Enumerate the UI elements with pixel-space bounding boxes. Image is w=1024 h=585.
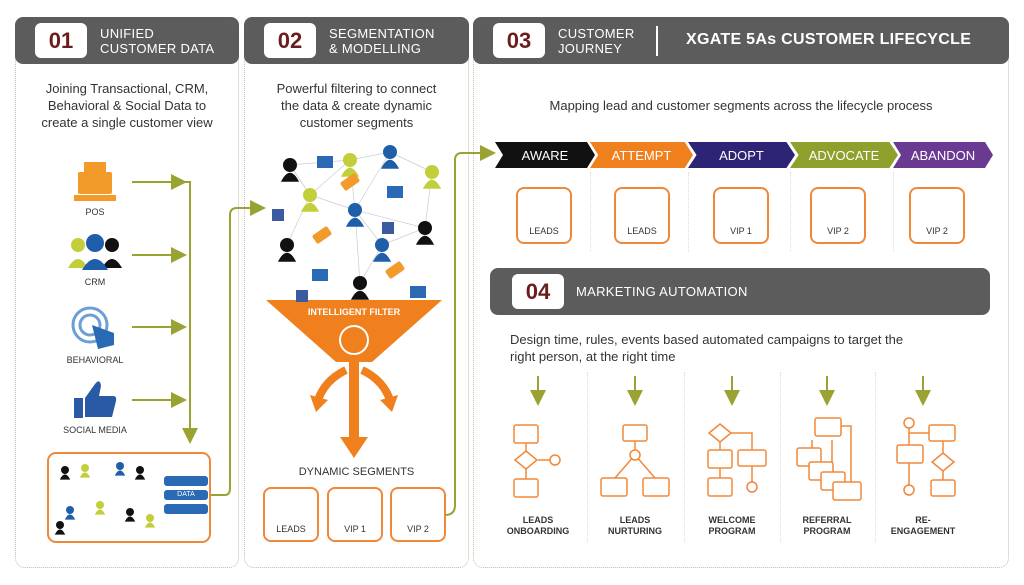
segment-label: VIP 1 [730,226,752,236]
stage-attempt[interactable]: ATTEMPT [590,142,693,168]
facebook-icon [382,222,394,234]
email-icon [410,286,426,298]
dynamic-segments-title: DYNAMIC SEGMENTS [298,466,415,478]
data-label: DATA [177,491,195,498]
price-tag-icon [385,261,405,279]
header-title: MARKETING AUTOMATION [576,284,748,299]
header-divider [656,26,658,56]
person-icon [340,153,360,177]
source-label-crm: CRM [84,277,106,287]
person-icon [372,238,392,262]
cash-register-icon [74,162,116,201]
facebook-icon [272,209,284,221]
segment-label: VIP 2 [926,226,948,236]
step-number: 04 [512,274,564,309]
person-icon [300,188,320,212]
segment-label: LEADS [627,226,657,236]
lifecycle-segment[interactable]: VIP 2 [810,187,866,244]
server-icon [164,476,208,514]
description-01: Joining Transactional, CRM,Behavioral & … [41,81,213,130]
flowchart-icon [896,417,956,497]
filter-label: INTELLIGENT FILTER [307,307,401,317]
source-label-behavioral: BEHAVIORAL [66,355,124,365]
person-icon [134,466,146,480]
column-divider [875,372,876,542]
person-icon [59,466,71,480]
person-icon [79,464,91,478]
person-icon [277,238,297,262]
stage-abandon[interactable]: ABANDON [893,142,993,168]
facebook-icon [296,290,308,302]
source-arrows [132,145,496,516]
step-number: 01 [35,23,87,58]
stage-adopt[interactable]: ADOPT [688,142,795,168]
person-icon [144,514,156,528]
lifecycle-segment[interactable]: VIP 2 [909,187,965,244]
crm-people-icon [68,234,122,270]
header-04: 04 MARKETING AUTOMATION [490,268,990,315]
email-icon [317,156,333,168]
description-03: Mapping lead and customer segments acros… [549,98,933,113]
thumbs-up-icon [74,381,117,418]
person-icon [64,506,76,520]
person-icon [422,165,442,189]
flowchart-icon [796,417,862,501]
stage-advocate[interactable]: ADVOCATE [790,142,898,168]
source-label-social: SOCIAL MEDIA [63,425,127,435]
source-label-pos: POS [85,207,105,217]
lifecycle-segment[interactable]: LEADS [614,187,670,244]
column-divider [790,172,791,252]
price-tag-icon [340,173,360,191]
dynamic-segment-vip1[interactable]: VIP 1 [327,487,383,542]
step-number: 03 [493,23,545,58]
person-icon [415,221,435,245]
description-04: Design time, rules, events based automat… [510,332,904,364]
person-icon [124,508,136,522]
column-divider [590,172,591,252]
lifecycle-segment[interactable]: VIP 1 [713,187,769,244]
person-icon [345,203,365,227]
person-icon [280,158,300,182]
segment-label: VIP 2 [827,226,849,236]
intelligent-filter-funnel [266,300,442,458]
column-divider [586,372,588,542]
column-divider [893,172,894,252]
person-icon [114,462,126,476]
header-02: 02 SEGMENTATION& MODELLING [244,17,469,64]
column-divider [683,372,685,542]
person-icon [94,501,106,515]
dynamic-segment-leads[interactable]: LEADS [263,487,319,542]
step-number: 02 [264,23,316,58]
person-icon [350,276,370,300]
price-tag-icon [312,226,332,244]
stage-aware[interactable]: AWARE [495,142,595,168]
column-divider [688,172,689,252]
person-icon [380,145,400,169]
header-title-right: XGATE 5As CUSTOMER LIFECYCLE [686,31,972,48]
segment-label: LEADS [529,226,559,236]
person-icon [54,521,66,535]
lifecycle-segment[interactable]: LEADS [516,187,572,244]
campaign-label[interactable]: RE-ENGAGEMENT [890,515,956,536]
email-icon [312,269,328,281]
email-icon [387,186,403,198]
flowchart-icon [707,423,767,497]
dynamic-segment-vip2[interactable]: VIP 2 [390,487,446,542]
network-cloud [272,145,442,302]
column-divider [779,372,781,542]
flowchart-icon [600,424,670,497]
header-title: SEGMENTATION& MODELLING [329,26,435,56]
touch-icon [71,306,114,349]
flowchart-icon [513,424,561,498]
